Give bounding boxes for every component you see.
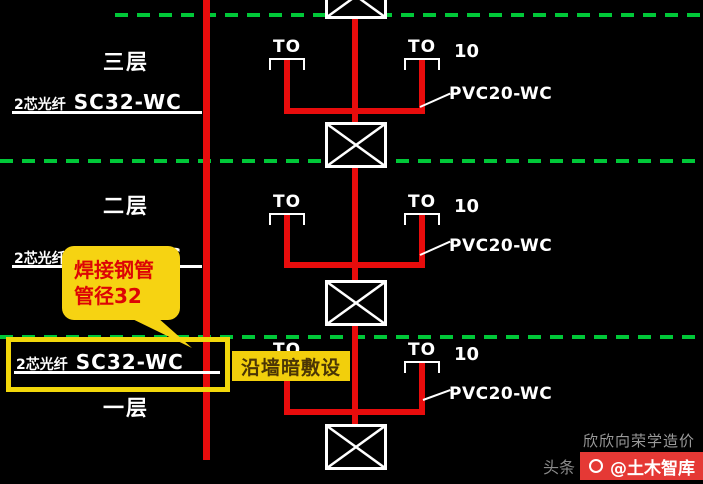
telecom-outlet-label: TO — [407, 340, 437, 360]
outlet-wire-branch — [284, 409, 425, 415]
outlet-wire-drop — [284, 60, 290, 114]
telecom-outlet-icon — [269, 58, 305, 70]
fiber-riser-line — [203, 0, 210, 460]
telecom-outlet-icon — [404, 58, 440, 70]
leader-line — [422, 389, 451, 401]
telecom-outlet-icon — [269, 213, 305, 225]
distribution-riser-line — [352, 10, 358, 450]
fiber-label: 2芯光纤 — [14, 251, 66, 267]
floor-label: 三层 — [103, 50, 149, 74]
conduit-code: SC32-WC — [75, 350, 184, 374]
callout-text-line1: 焊接钢管 — [74, 258, 154, 282]
outlet-count: 10 — [454, 344, 480, 365]
badge-logo-icon — [589, 459, 603, 473]
telecom-outlet-label: TO — [272, 37, 302, 57]
label-leader-line — [14, 371, 220, 374]
watermark-byline: 欣欣向荣学造价 — [582, 432, 695, 450]
outlet-wire-branch — [284, 108, 425, 114]
outlet-count: 10 — [454, 196, 480, 217]
floor-label: 二层 — [103, 194, 149, 218]
telecom-outlet-label: TO — [407, 192, 437, 212]
outlet-wire-drop — [419, 363, 425, 415]
fiber-conduit-label: 2芯光纤 SC32-WC — [14, 90, 182, 114]
telecom-outlet-icon — [404, 213, 440, 225]
fiber-conduit-label: 2芯光纤 SC32-WC — [16, 350, 184, 374]
fiber-label: 2芯光纤 — [16, 357, 68, 373]
outlet-wire-drop — [284, 363, 290, 415]
floor-label: 一层 — [103, 396, 149, 420]
distribution-box-icon — [325, 122, 387, 168]
floor-separation-line — [115, 13, 703, 17]
outlet-wire-drop — [419, 215, 425, 268]
wall-note-label: 沿墙暗敷设 — [232, 351, 350, 381]
outlet-wire-drop — [284, 215, 290, 268]
distribution-box-icon — [325, 280, 387, 326]
watermark-platform: 头条 — [542, 458, 575, 477]
highlight-box — [6, 337, 230, 392]
telecom-outlet-label: TO — [407, 37, 437, 57]
branch-conduit-label: PVC20-WC — [449, 384, 553, 404]
outlet-count: 10 — [454, 41, 480, 62]
distribution-box-icon — [325, 0, 387, 19]
floor-separation-line — [0, 335, 703, 339]
branch-conduit-label: PVC20-WC — [449, 84, 553, 104]
label-leader-line — [12, 111, 202, 114]
callout-text-line2: 管径32 — [74, 284, 142, 308]
watermark-badge-text: @土木智库 — [610, 458, 695, 479]
outlet-wire-branch — [284, 262, 425, 268]
branch-conduit-label: PVC20-WC — [449, 236, 553, 256]
distribution-box-icon — [325, 424, 387, 470]
telecom-outlet-label: TO — [272, 192, 302, 212]
conduit-code: SC32-WC — [73, 90, 182, 114]
fiber-label: 2芯光纤 — [14, 97, 66, 113]
callout-bubble: 焊接钢管 管径32 — [62, 246, 180, 320]
outlet-wire-drop — [419, 60, 425, 114]
watermark-badge: @土木智库 — [580, 452, 703, 480]
watermark-row: 头条 @土木智库 — [543, 452, 703, 480]
telecom-outlet-icon — [404, 361, 440, 373]
